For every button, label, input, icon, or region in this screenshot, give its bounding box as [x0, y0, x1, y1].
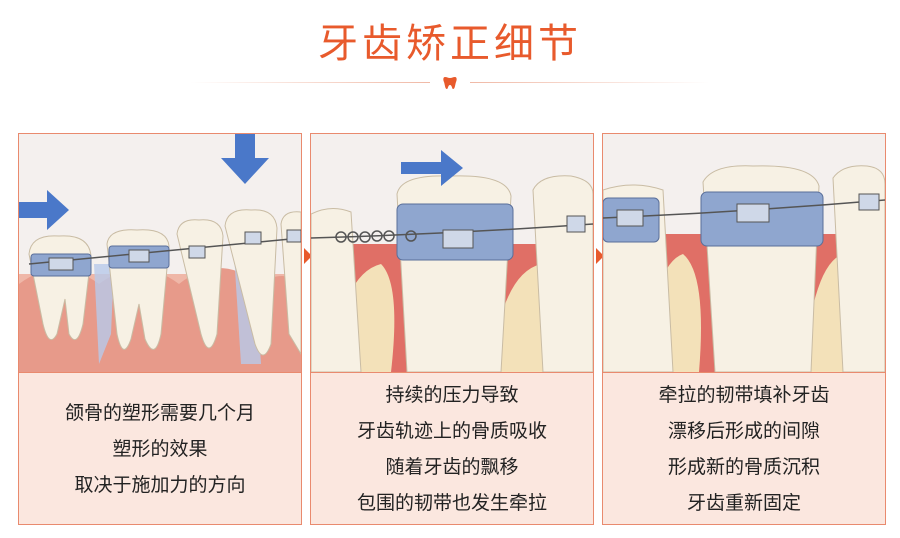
- caption-line: 包围的韧带也发生牵拉: [356, 492, 547, 514]
- title-divider: [190, 76, 710, 90]
- chevron-right-icon: [596, 248, 604, 264]
- page-title: 牙齿矫正细节: [318, 21, 582, 67]
- caption-line: 取决于施加力的方向: [74, 474, 246, 496]
- caption-line: 牙齿轨迹上的骨质吸收: [356, 420, 547, 442]
- panel-caption: 牵拉的韧带填补牙齿 漂移后形成的间隙 形成新的骨质沉积 牙齿重新固定: [603, 372, 885, 525]
- caption-line: 随着牙齿的飘移: [385, 456, 519, 478]
- illustration-teeth-forces: [19, 134, 301, 372]
- panel-bone-deposition: 牵拉的韧带填补牙齿 漂移后形成的间隙 形成新的骨质沉积 牙齿重新固定: [602, 133, 886, 525]
- panel-caption: 颌骨的塑形需要几个月 塑形的效果 取决于施加力的方向: [19, 372, 301, 525]
- panel-jaw-remodeling: 颌骨的塑形需要几个月 塑形的效果 取决于施加力的方向: [18, 133, 302, 525]
- illustration-bone-resorption: [311, 134, 593, 372]
- illustration-bone-deposition: [603, 134, 885, 372]
- chevron-right-icon: [304, 248, 312, 264]
- panel-bone-resorption: 持续的压力导致 牙齿轨迹上的骨质吸收 随着牙齿的飘移 包围的韧带也发生牵拉: [310, 133, 594, 525]
- caption-line: 牵拉的韧带填补牙齿: [658, 384, 830, 406]
- panel-caption: 持续的压力导致 牙齿轨迹上的骨质吸收 随着牙齿的飘移 包围的韧带也发生牵拉: [311, 372, 593, 525]
- caption-line: 漂移后形成的间隙: [667, 420, 820, 442]
- caption-line: 塑形的效果: [112, 438, 208, 460]
- caption-line: 牙齿重新固定: [686, 492, 801, 514]
- caption-line: 颌骨的塑形需要几个月: [64, 402, 255, 424]
- tooth-icon: [443, 77, 457, 89]
- caption-line: 持续的压力导致: [385, 384, 519, 406]
- caption-line: 形成新的骨质沉积: [667, 456, 820, 478]
